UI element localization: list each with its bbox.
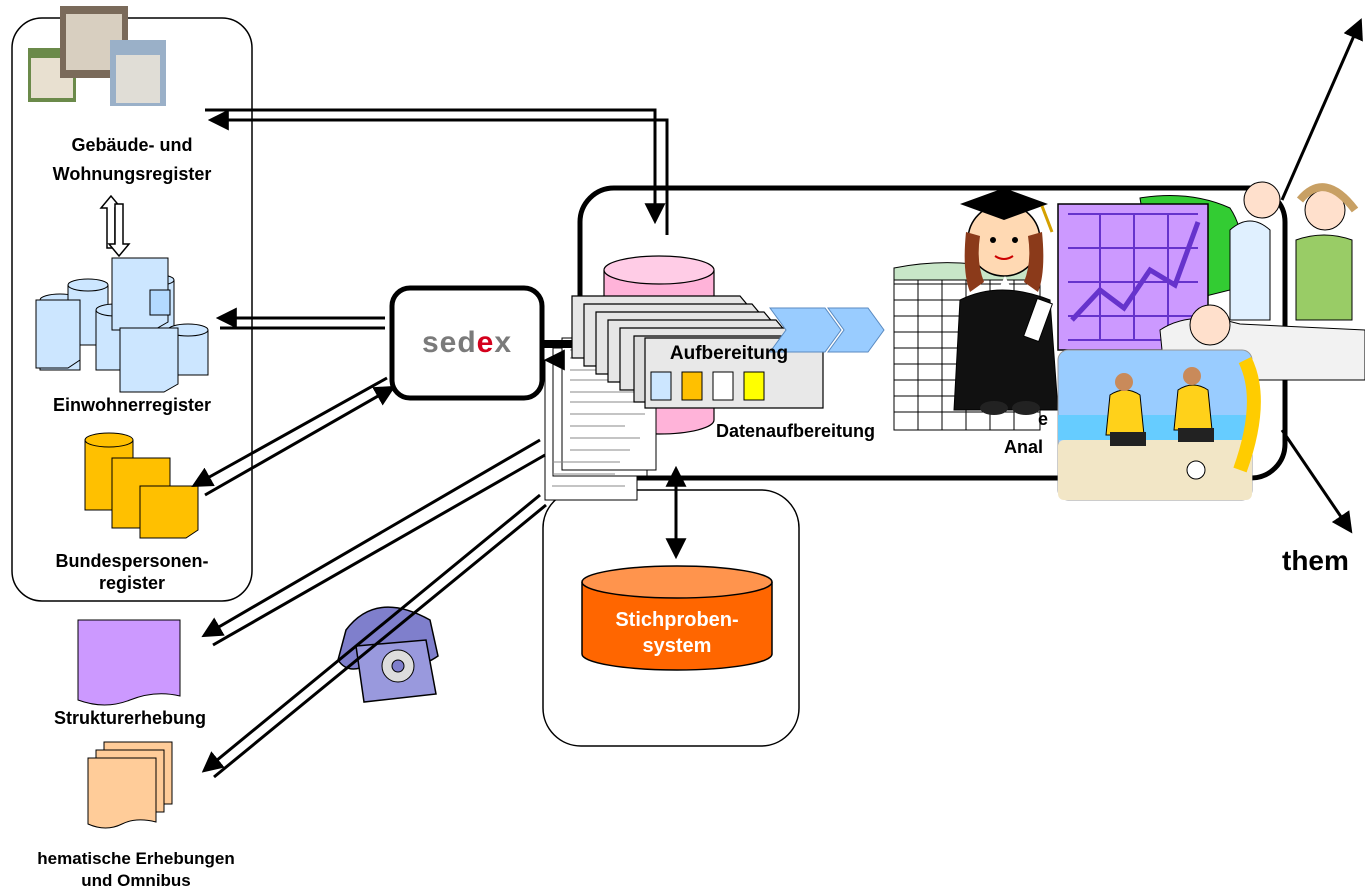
analysis-partial2-label: e xyxy=(1038,409,1049,429)
process-chevrons xyxy=(769,307,885,353)
analysis-partial-label: Anal xyxy=(1004,437,1044,457)
aufbereitung-color-boxes xyxy=(650,371,765,401)
thematische-erhebungen-icon xyxy=(87,741,173,829)
einwohner-icon xyxy=(35,257,209,393)
stichproben-label-line1: Stichproben- xyxy=(615,609,739,631)
strukturerhebung-icon xyxy=(77,619,181,706)
stichprobensystem-icon xyxy=(581,565,773,671)
flow-arrows xyxy=(99,18,1363,779)
struktur-label: Strukturerhebung xyxy=(53,708,206,728)
soccer-clipart xyxy=(1057,349,1261,501)
building-photos xyxy=(28,6,166,106)
stichproben-label-line2: system xyxy=(642,635,712,657)
datenaufbereitung-label: Datenaufbereitung xyxy=(716,421,876,441)
bund-label-line1: Bundespersonen- xyxy=(55,551,209,571)
aufbereitung-label: Aufbereitung xyxy=(669,343,789,364)
thematisch-label-line2: und Omnibus xyxy=(81,871,191,890)
bundespersonenregister-icon xyxy=(84,432,199,539)
bund-label-line2: register xyxy=(98,573,166,593)
gwr-label-line1: Gebäude- und xyxy=(71,135,193,155)
gwr-label-line2: Wohnungsregister xyxy=(52,164,212,184)
graduate-clipart xyxy=(953,188,1059,415)
output-partial-label: them xyxy=(1282,545,1349,576)
einwohner-label: Einwohnerregister xyxy=(52,395,212,415)
thematisch-label-line1: hematische Erhebungen xyxy=(37,849,235,868)
